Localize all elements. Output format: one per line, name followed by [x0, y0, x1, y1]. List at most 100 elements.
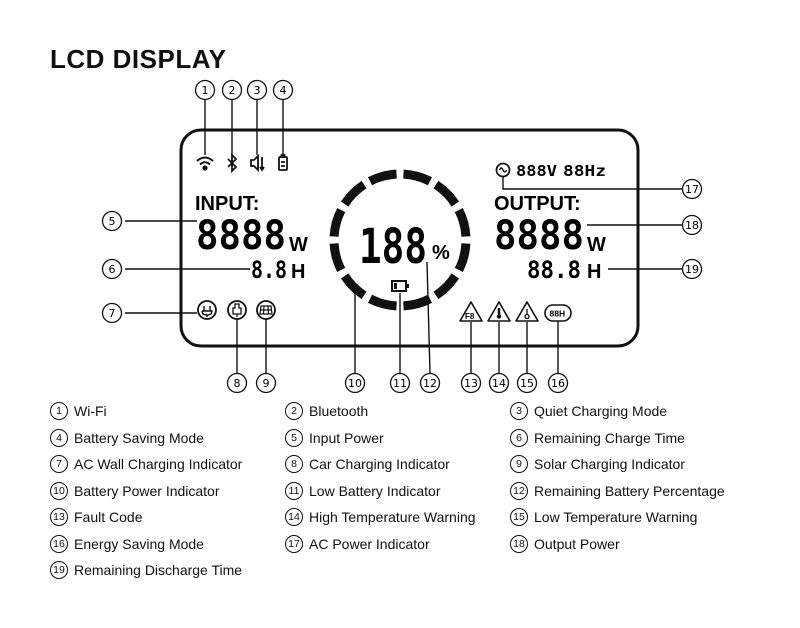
legend-item-7: 7 AC Wall Charging Indicator [50, 455, 242, 473]
battery-ring-segment [367, 169, 397, 186]
legend-item-1: 1 Wi-Fi [50, 402, 107, 420]
battery-ring-segment [403, 169, 433, 186]
lcd-diagram: INPUT: 8888 W 8.8 H 188 % 888V 88Hz OUTP… [101, 79, 703, 394]
wifi-icon [196, 156, 214, 171]
legend-item-13: 13 Fault Code [50, 508, 142, 526]
battery-ring-segment [367, 294, 397, 311]
legend-item-17: 17 AC Power Indicator [285, 534, 430, 553]
legend-number: 12 [510, 481, 528, 500]
battery-ring-segment [340, 273, 367, 300]
legend-label: High Temperature Warning [309, 509, 476, 525]
quiet-charging-icon [250, 153, 265, 173]
legend-number: 10 [50, 481, 68, 500]
legend-label: Energy Saving Mode [74, 535, 204, 552]
svg-text:14: 14 [492, 377, 506, 390]
legend-number: 4 [50, 428, 68, 447]
remaining-discharge-time: 88.8 [527, 256, 581, 284]
battery-ring-segment [433, 180, 460, 207]
legend-item-4: 4 Battery Saving Mode [50, 428, 204, 447]
battery-percentage-digits: 188 [359, 219, 427, 275]
callout-19: 19 [681, 258, 703, 280]
output-power-digits: 8888 [494, 213, 584, 259]
legend-number: 3 [510, 402, 528, 420]
svg-text:F8: F8 [465, 312, 475, 321]
page-title: LCD DISPLAY [50, 44, 227, 74]
svg-text:6: 6 [109, 263, 116, 276]
svg-text:1: 1 [202, 84, 209, 97]
svg-text:5: 5 [109, 215, 116, 228]
callout-15: 15 [516, 372, 538, 394]
svg-text:7: 7 [109, 307, 116, 320]
legend-label: Fault Code [74, 509, 143, 525]
battery-ring-segment [329, 207, 346, 237]
callout-7: 7 [101, 302, 123, 324]
legend-number: 15 [510, 508, 528, 526]
output-power-unit: W [587, 234, 606, 256]
svg-text:13: 13 [464, 377, 478, 390]
legend-number: 7 [50, 455, 68, 473]
svg-text:15: 15 [520, 377, 534, 390]
callout-1: 1 [194, 79, 216, 101]
battery-ring-segment [329, 243, 346, 273]
legend-item-12: 12 Remaining Battery Percentage [510, 481, 725, 500]
legend-label: Remaining Battery Percentage [534, 482, 725, 499]
callout-2: 2 [221, 79, 243, 101]
legend-number: 9 [510, 455, 528, 473]
legend-number: 13 [50, 508, 68, 526]
lcd-panel [179, 128, 640, 348]
legend-item-14: 14 High Temperature Warning [285, 508, 476, 526]
fault-code-icon: F8 [459, 301, 483, 322]
callout-12: 12 [419, 372, 441, 394]
svg-text:3: 3 [254, 84, 261, 97]
energy-saving-icon: 88H [544, 304, 572, 322]
svg-text:4: 4 [280, 84, 287, 97]
percent-sign: % [432, 242, 450, 264]
callout-13: 13 [460, 372, 482, 394]
svg-text:88H: 88H [550, 309, 566, 319]
legend-number: 1 [50, 402, 68, 420]
callout-6: 6 [101, 258, 123, 280]
legend-number: 2 [285, 402, 303, 420]
svg-text:11: 11 [393, 377, 407, 390]
input-time-unit: H [291, 261, 305, 283]
high-temperature-icon [487, 301, 511, 322]
battery-power-ring [329, 169, 471, 311]
callout-11: 11 [389, 372, 411, 394]
legend-item-15: 15 Low Temperature Warning [510, 508, 697, 526]
legend-number: 6 [510, 428, 528, 447]
legend-number: 16 [50, 534, 68, 553]
svg-text:17: 17 [685, 183, 699, 196]
legend-label: Wi-Fi [74, 403, 107, 419]
legend-number: 14 [285, 508, 303, 526]
legend-label: Remaining Charge Time [534, 429, 685, 446]
solar-charging-icon [256, 300, 276, 320]
svg-text:18: 18 [685, 219, 699, 232]
callout-8: 8 [226, 372, 248, 394]
legend-label: AC Power Indicator [309, 535, 430, 552]
low-temperature-icon [515, 301, 539, 322]
leader-lines [125, 100, 682, 374]
svg-text:8: 8 [234, 377, 241, 390]
legend-number: 8 [285, 455, 303, 473]
battery-ring-segment [433, 273, 460, 300]
callout-3: 3 [246, 79, 268, 101]
remaining-charge-time: 8.8 [251, 256, 287, 284]
legend-label: Low Temperature Warning [534, 509, 698, 525]
legend-item-16: 16 Energy Saving Mode [50, 534, 204, 553]
legend-label: Battery Saving Mode [74, 429, 204, 446]
ac-wall-charging-icon [197, 300, 217, 320]
bluetooth-icon [227, 152, 238, 174]
ac-voltage: 888V [516, 162, 557, 180]
callout-14: 14 [488, 372, 510, 394]
legend-number: 17 [285, 534, 303, 553]
legend-label: AC Wall Charging Indicator [74, 456, 243, 472]
legend-label: Output Power [534, 535, 620, 552]
svg-text:19: 19 [685, 263, 699, 276]
callout-9: 9 [255, 372, 277, 394]
battery-saving-icon [278, 154, 288, 171]
